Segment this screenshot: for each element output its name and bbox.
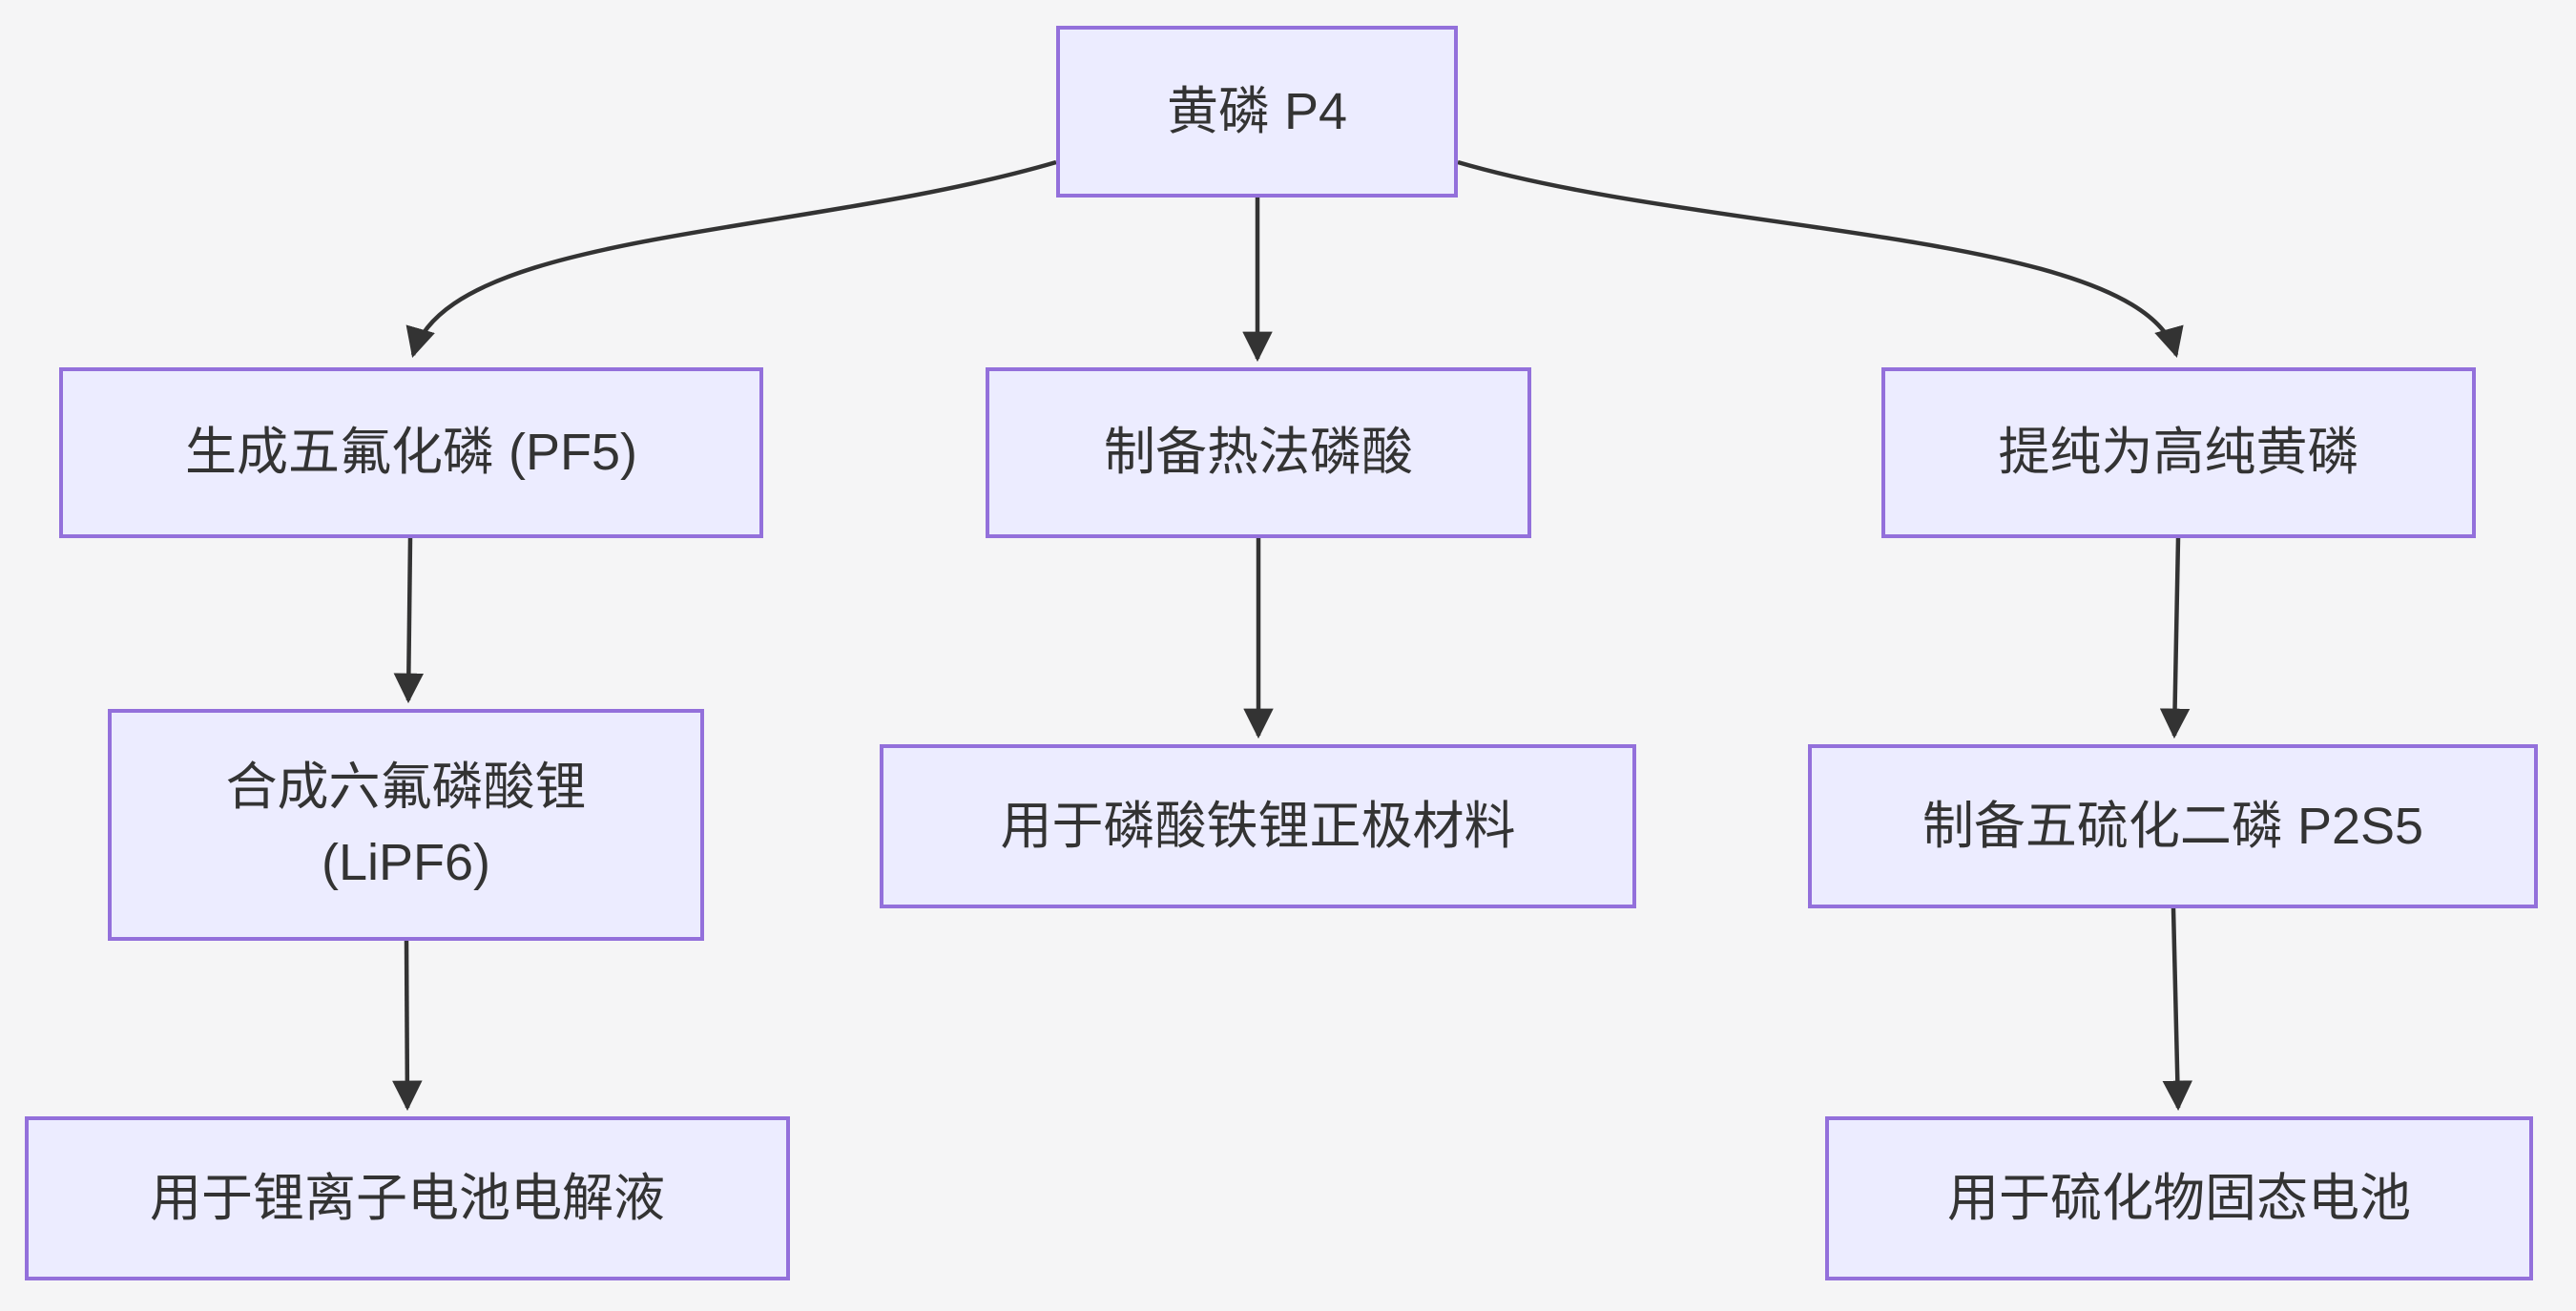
node-sulfide-solid-state-battery: 用于硫化物固态电池: [1825, 1116, 2533, 1280]
node-lfp-cathode: 用于磷酸铁锂正极材料: [880, 744, 1636, 908]
node-label: 合成六氟磷酸锂 (LiPF6): [225, 759, 587, 891]
node-yellow-phosphorus: 黄磷 P4: [1056, 26, 1458, 198]
node-label: 生成五氟化磷 (PF5): [184, 424, 637, 482]
node-p2s5: 制备五硫化二磷 P2S5: [1808, 744, 2538, 908]
node-label: 制备热法磷酸: [1104, 424, 1413, 482]
edge-p2s5-solid: [2162, 907, 2193, 1112]
node-pf5: 生成五氟化磷 (PF5): [59, 367, 763, 538]
node-thermal-phosphoric-acid: 制备热法磷酸: [986, 367, 1531, 538]
node-lipf6: 合成六氟磷酸锂 (LiPF6): [108, 709, 704, 941]
edge-pf5-lipf6: [393, 537, 425, 704]
node-label: 提纯为高纯黄磷: [1998, 424, 2359, 482]
node-high-purity-phosphorus: 提纯为高纯黄磷: [1881, 367, 2476, 538]
edge-root-purified: [1457, 159, 2184, 359]
node-label: 用于锂离子电池电解液: [150, 1169, 665, 1227]
edge-lipf6-electrolyte: [392, 940, 423, 1112]
node-label: 用于硫化物固态电池: [1947, 1169, 2411, 1227]
node-label: 制备五硫化二磷 P2S5: [1922, 797, 2424, 855]
node-label: 黄磷 P4: [1166, 82, 1348, 140]
edge-root-pf5: [405, 159, 1057, 359]
edge-purified-p2s5: [2159, 537, 2191, 739]
node-li-ion-electrolyte: 用于锂离子电池电解液: [25, 1116, 790, 1280]
node-label: 用于磷酸铁锂正极材料: [1000, 797, 1516, 855]
